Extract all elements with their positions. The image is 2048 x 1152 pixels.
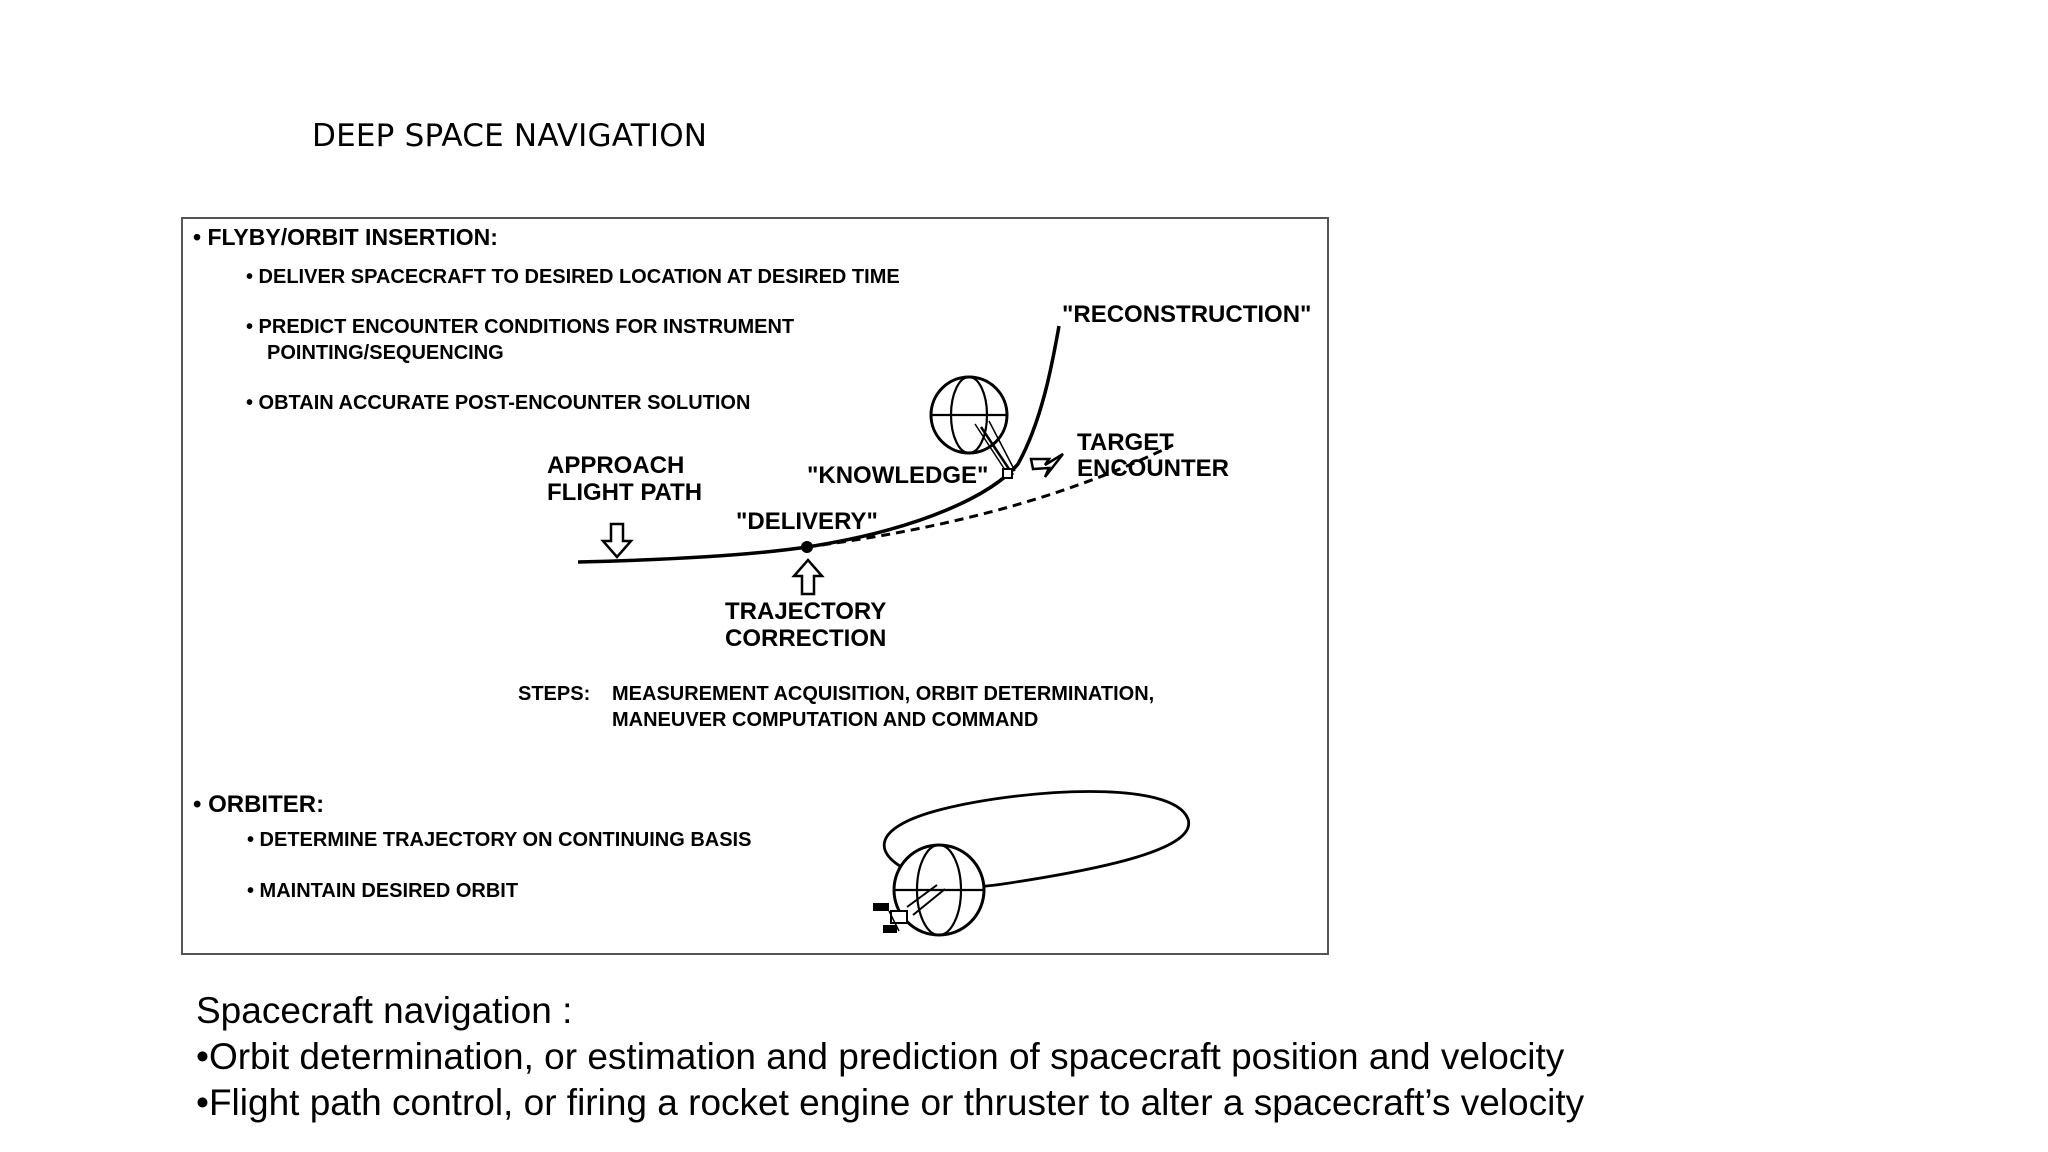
steps-label: STEPS: <box>518 683 590 705</box>
steps-line-1: MEASUREMENT ACQUISITION, ORBIT DETERMINA… <box>612 683 1154 705</box>
spacecraft-marker <box>1002 468 1013 479</box>
planet-icon <box>929 375 1009 455</box>
diagram-canvas: • FLYBY/ORBIT INSERTION: • DELIVER SPACE… <box>193 224 1311 937</box>
delivery-point <box>801 541 813 553</box>
orbiter-spacecraft-icon <box>873 903 908 933</box>
reconstruction-label: "RECONSTRUCTION" <box>1062 301 1311 328</box>
target-label-2: ENCOUNTER <box>1077 455 1229 482</box>
slide-title: DEEP SPACE NAVIGATION <box>312 118 708 154</box>
flyby-heading: • FLYBY/ORBIT INSERTION: <box>193 224 498 250</box>
caption-bullet-flight-path-control: •Flight path control, or firing a rocket… <box>196 1082 1585 1123</box>
flyby-bullet-1: • DELIVER SPACECRAFT TO DESIRED LOCATION… <box>246 266 900 288</box>
delivery-label: "DELIVERY" <box>736 508 878 535</box>
approach-arrow-icon <box>600 522 634 559</box>
steps-line-2: MANEUVER COMPUTATION AND COMMAND <box>612 709 1038 731</box>
trajectory-label-1: TRAJECTORY <box>725 598 886 625</box>
correction-arrow-icon <box>791 558 825 596</box>
orbiter-heading: • ORBITER: <box>193 791 324 818</box>
approach-trajectory-line <box>577 325 1061 564</box>
caption-heading: Spacecraft navigation : <box>196 990 573 1031</box>
caption-bullet-orbit-determination: •Orbit determination, or estimation and … <box>196 1036 1565 1077</box>
knowledge-label: "KNOWLEDGE" <box>807 462 988 489</box>
flyby-bullet-2: • PREDICT ENCOUNTER CONDITIONS FOR INSTR… <box>246 316 794 338</box>
orbiter-pointing-cone <box>906 884 946 916</box>
target-label-1: TARGET <box>1077 429 1174 456</box>
flyby-bullet-2-cont: POINTING/SEQUENCING <box>267 342 504 364</box>
target-arrow-icon <box>1029 452 1064 478</box>
instrument-cone <box>974 420 1016 477</box>
navigation-diagram: • FLYBY/ORBIT INSERTION: • DELIVER SPACE… <box>181 217 1329 955</box>
orbiter-bullet-1: • DETERMINE TRAJECTORY ON CONTINUING BAS… <box>247 829 751 851</box>
approach-label-1: APPROACH <box>547 452 684 479</box>
pointing-line <box>979 426 1015 476</box>
target-trajectory-dashed <box>806 443 1174 549</box>
approach-label-2: FLIGHT PATH <box>547 479 702 506</box>
flyby-bullet-3: • OBTAIN ACCURATE POST-ENCOUNTER SOLUTIO… <box>246 392 750 414</box>
caption: Spacecraft navigation : •Orbit determina… <box>196 988 1584 1126</box>
trajectory-label-2: CORRECTION <box>725 625 886 652</box>
orbiter-bullet-2: • MAINTAIN DESIRED ORBIT <box>247 880 518 902</box>
orbit-ellipse <box>882 790 1191 889</box>
